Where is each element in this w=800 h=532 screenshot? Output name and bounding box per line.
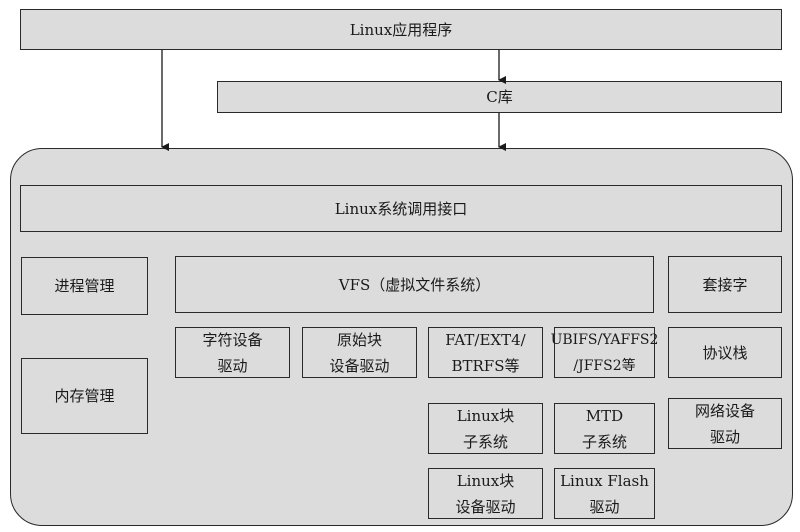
protocol-stack-box: 协议栈 [668, 327, 782, 378]
mtd-subsystem-line1: MTD [585, 406, 624, 425]
fat-ext4-btrfs-box: FAT/EXT4/ BTRFS等 [428, 327, 543, 378]
socket-box: 套接字 [668, 256, 782, 313]
protocol-stack-label: 协议栈 [702, 343, 748, 362]
raw-block-driver-line2: 设备驱动 [329, 356, 390, 375]
vfs-label: VFS（虚拟文件系统） [338, 275, 491, 294]
linux-block-subsystem-line2: 子系统 [462, 432, 508, 451]
ubifs-yaffs2-jffs2-box: UBIFS/YAFFS2 /JFFS2等 [551, 327, 658, 378]
char-device-driver-line2: 驱动 [217, 356, 248, 375]
network-device-driver-line1: 网络设备 [694, 401, 755, 420]
linux-applications-box: Linux应用程序 [20, 9, 782, 50]
process-management-box: 进程管理 [21, 257, 148, 315]
raw-block-driver-box: 原始块 设备驱动 [302, 327, 417, 378]
linux-block-subsystem-line1: Linux块 [456, 406, 515, 425]
syscall-interface-box: Linux系统调用接口 [20, 185, 782, 232]
c-library-box: C库 [217, 81, 782, 113]
ubifs-yaffs2-jffs2-line1: UBIFS/YAFFS2 [550, 331, 659, 348]
vfs-box: VFS（虚拟文件系统） [175, 256, 654, 313]
network-device-driver-box: 网络设备 驱动 [668, 398, 782, 449]
mtd-subsystem-box: MTD 子系统 [554, 403, 655, 454]
linux-block-device-driver-box: Linux块 设备驱动 [428, 468, 543, 519]
linux-applications-label: Linux应用程序 [349, 20, 453, 39]
process-management-label: 进程管理 [54, 277, 115, 295]
char-device-driver-box: 字符设备 驱动 [175, 327, 290, 378]
network-device-driver-line2: 驱动 [709, 427, 740, 446]
linux-block-device-driver-line1: Linux块 [456, 471, 515, 490]
linux-block-device-driver-line2: 设备驱动 [455, 497, 516, 516]
linux-flash-driver-box: Linux Flash 驱动 [554, 468, 655, 519]
socket-label: 套接字 [702, 275, 748, 294]
fat-ext4-btrfs-line2: BTRFS等 [451, 356, 520, 375]
raw-block-driver-line1: 原始块 [336, 330, 382, 349]
linux-flash-driver-line1: Linux Flash [560, 471, 649, 490]
ubifs-yaffs2-jffs2-line2: /JFFS2等 [573, 357, 636, 374]
memory-management-box: 内存管理 [21, 358, 148, 434]
fat-ext4-btrfs-line1: FAT/EXT4/ [445, 330, 526, 349]
c-library-label: C库 [486, 88, 513, 106]
syscall-interface-label: Linux系统调用接口 [334, 199, 468, 218]
char-device-driver-line1: 字符设备 [202, 330, 263, 349]
memory-management-label: 内存管理 [54, 387, 115, 405]
linux-flash-driver-line2: 驱动 [589, 497, 620, 516]
mtd-subsystem-line2: 子系统 [581, 432, 627, 451]
linux-block-subsystem-box: Linux块 子系统 [428, 403, 543, 454]
